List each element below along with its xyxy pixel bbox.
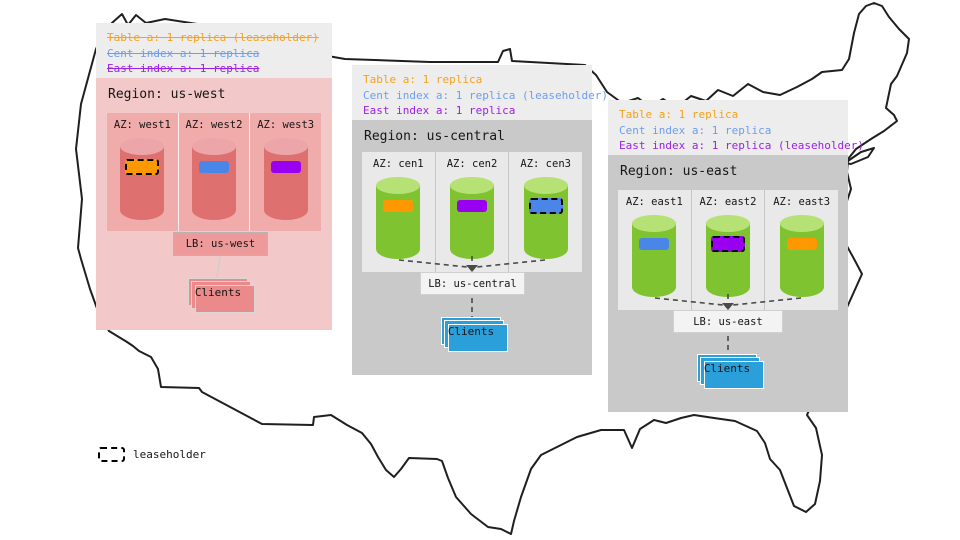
cylinder-body bbox=[120, 146, 165, 220]
cylinder-body bbox=[450, 185, 494, 259]
replica-note: Table a: 1 replica bbox=[363, 73, 483, 86]
replica-notes-us-central: Table a: 1 replica Cent index a: 1 repli… bbox=[352, 65, 609, 120]
region-body-us-central: Region: us-central AZ: cen1 AZ: cen2 bbox=[352, 120, 592, 375]
az-label: AZ: east3 bbox=[773, 196, 831, 208]
db-cylinder bbox=[192, 138, 236, 220]
db-cylinder bbox=[523, 177, 568, 259]
replica-bar bbox=[383, 200, 414, 212]
cylinder-body bbox=[523, 185, 568, 259]
leaseholder-swatch-icon bbox=[98, 447, 125, 462]
replica-bar bbox=[786, 238, 817, 250]
cylinder-body bbox=[263, 146, 308, 220]
clients-us-east: Clients bbox=[697, 354, 764, 389]
cylinder-top bbox=[632, 215, 677, 232]
cylinder-top bbox=[192, 138, 236, 155]
az-cen1: AZ: cen1 bbox=[362, 152, 436, 272]
az-row-us-west: AZ: west1 AZ: west2 AZ bbox=[107, 113, 321, 231]
region-title-us-east: Region: us-east bbox=[620, 164, 738, 179]
region-title-us-central: Region: us-central bbox=[364, 129, 505, 144]
replica-notes-us-east: Table a: 1 replica Cent index a: 1 repli… bbox=[608, 100, 865, 155]
region-body-us-west: Region: us-west AZ: west1 AZ: west2 bbox=[96, 78, 332, 330]
az-label: AZ: east2 bbox=[699, 196, 757, 208]
cylinder-top bbox=[263, 138, 308, 155]
cylinder-body bbox=[376, 185, 421, 259]
replica-bar bbox=[457, 200, 487, 212]
cylinder-top bbox=[450, 177, 494, 194]
replica-bar bbox=[528, 198, 563, 214]
db-cylinder bbox=[450, 177, 494, 259]
az-west1: AZ: west1 bbox=[107, 113, 179, 231]
az-label: AZ: east1 bbox=[625, 196, 683, 208]
az-cen3: AZ: cen3 bbox=[509, 152, 582, 272]
cylinder-top bbox=[120, 138, 165, 155]
legend: leaseholder bbox=[98, 447, 206, 462]
az-cen2: AZ: cen2 bbox=[436, 152, 510, 272]
region-panel-us-central: Table a: 1 replica Cent index a: 1 repli… bbox=[352, 65, 609, 375]
legend-label: leaseholder bbox=[133, 448, 206, 461]
region-body-us-east: Region: us-east AZ: east1 AZ: east2 bbox=[608, 155, 848, 412]
replica-note: Cent index a: 1 replica bbox=[107, 46, 260, 60]
replica-note: Table a: 1 replica bbox=[619, 108, 739, 121]
replica-bar bbox=[270, 161, 301, 173]
az-label: AZ: west3 bbox=[257, 119, 315, 131]
az-label: AZ: cen3 bbox=[520, 158, 571, 170]
db-cylinder bbox=[376, 177, 421, 259]
az-west3: AZ: west3 bbox=[250, 113, 321, 231]
region-panel-us-east: Table a: 1 replica Cent index a: 1 repli… bbox=[608, 100, 865, 412]
cylinder-body bbox=[706, 223, 750, 297]
cylinder-top bbox=[523, 177, 568, 194]
region-panel-us-west: Table a: 1 replica (leaseholder) Cent in… bbox=[96, 23, 332, 330]
replica-note: East index a: 1 replica bbox=[107, 62, 260, 75]
az-label: AZ: cen1 bbox=[373, 158, 424, 170]
replica-notes-us-west: Table a: 1 replica (leaseholder) Cent in… bbox=[96, 23, 332, 78]
cylinder-body bbox=[192, 146, 236, 220]
db-cylinder bbox=[706, 215, 750, 297]
clients-us-central: Clients bbox=[441, 317, 508, 352]
db-cylinder bbox=[779, 215, 824, 297]
db-cylinder bbox=[263, 138, 308, 220]
cylinder-top bbox=[376, 177, 421, 194]
lb-us-east: LB: us-east bbox=[673, 310, 783, 333]
az-row-us-east: AZ: east1 AZ: east2 AZ bbox=[618, 190, 838, 310]
replica-note: East index a: 1 replica (leaseholder) bbox=[619, 139, 865, 152]
lb-us-west: LB: us-west bbox=[173, 232, 268, 256]
replica-note: Cent index a: 1 replica (leaseholder) bbox=[363, 88, 609, 102]
region-title-us-west: Region: us-west bbox=[108, 87, 226, 102]
replica-note: East index a: 1 replica bbox=[363, 104, 516, 117]
az-east1: AZ: east1 bbox=[618, 190, 692, 310]
replica-bar bbox=[125, 159, 160, 175]
cylinder-top bbox=[779, 215, 824, 232]
replica-note: Table a: 1 replica (leaseholder) bbox=[107, 31, 319, 44]
db-cylinder bbox=[632, 215, 677, 297]
az-label: AZ: west1 bbox=[113, 119, 171, 131]
az-west2: AZ: west2 bbox=[179, 113, 251, 231]
db-cylinder bbox=[120, 138, 165, 220]
cylinder-body bbox=[632, 223, 677, 297]
az-east3: AZ: east3 bbox=[765, 190, 838, 310]
cylinder-body bbox=[779, 223, 824, 297]
replica-note: Cent index a: 1 replica bbox=[619, 123, 772, 137]
lb-us-central: LB: us-central bbox=[420, 272, 525, 295]
az-label: AZ: west2 bbox=[185, 119, 243, 131]
clients-us-west: Clients bbox=[188, 278, 255, 313]
az-row-us-central: AZ: cen1 AZ: cen2 AZ: bbox=[362, 152, 582, 272]
az-label: AZ: cen2 bbox=[446, 158, 498, 170]
az-east2: AZ: east2 bbox=[692, 190, 766, 310]
replica-bar bbox=[639, 238, 670, 250]
replica-bar bbox=[711, 236, 745, 252]
cylinder-top bbox=[706, 215, 750, 232]
replica-bar bbox=[199, 161, 229, 173]
